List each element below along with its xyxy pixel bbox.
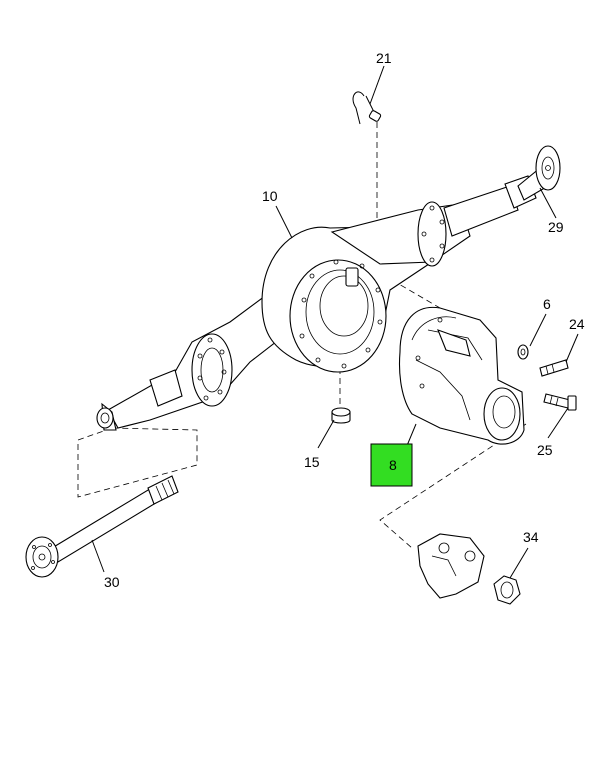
- stud-part-24[interactable]: [539, 359, 569, 377]
- washer-part-6[interactable]: [517, 344, 529, 360]
- callout-labels: 21 10 29 6 24 15 8 25 34 30: [104, 50, 585, 590]
- axle-housing-part-10[interactable]: [96, 175, 537, 431]
- callout-25: 25: [537, 442, 553, 458]
- callout-21: 21: [376, 50, 392, 66]
- highlight-box-part-8[interactable]: [370, 443, 413, 487]
- breather-part-21[interactable]: [352, 91, 382, 125]
- callout-8: 8: [389, 457, 397, 473]
- differential-carrier-part-8[interactable]: [399, 306, 525, 445]
- callout-30: 30: [104, 574, 120, 590]
- axle-shaft-part-30[interactable]: [25, 475, 179, 578]
- plug-part-15[interactable]: [331, 407, 351, 424]
- callout-15: 15: [304, 454, 320, 470]
- bolt-part-25[interactable]: [543, 393, 577, 411]
- callout-34: 34: [523, 529, 539, 545]
- callout-10: 10: [262, 188, 278, 204]
- callout-24: 24: [569, 316, 585, 332]
- callout-6: 6: [543, 296, 551, 312]
- yoke-part[interactable]: [417, 533, 485, 599]
- axle-shaft-part-29[interactable]: [517, 145, 561, 201]
- nut-part-34[interactable]: [493, 575, 521, 605]
- callout-29: 29: [548, 219, 564, 235]
- leader-lines: [91, 65, 579, 579]
